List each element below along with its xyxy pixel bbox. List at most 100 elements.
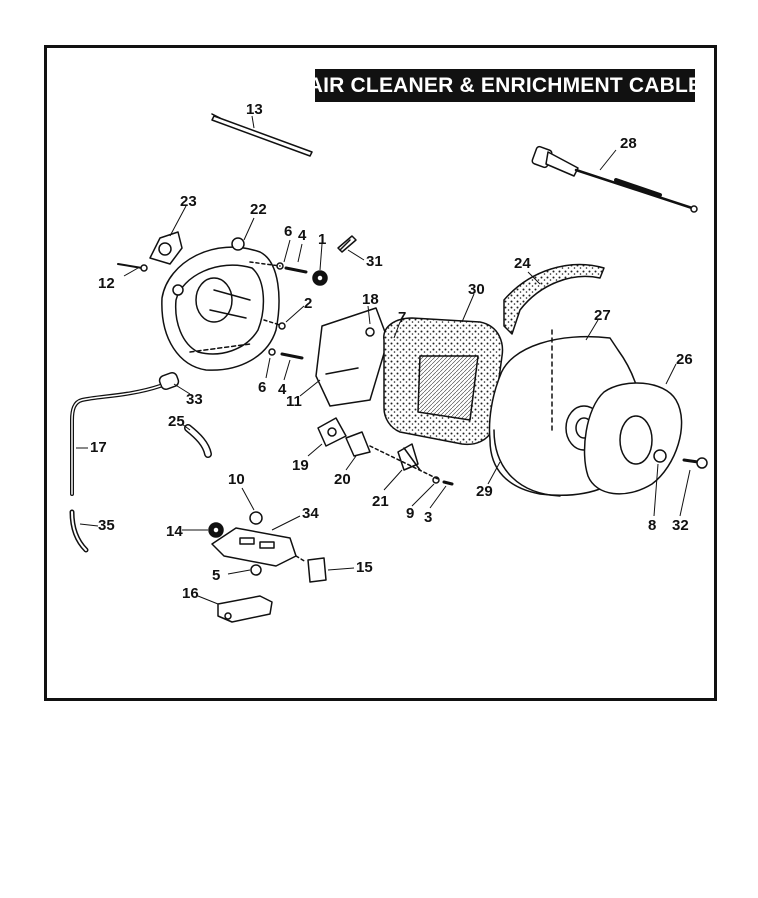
- leader-11: [299, 379, 321, 397]
- part-6-4-hardware-lower: [268, 348, 304, 360]
- part-21-clip: [397, 443, 421, 471]
- leader-3: [429, 485, 447, 509]
- callout-23: 23: [180, 193, 197, 210]
- part-23-gasket: [149, 231, 183, 265]
- leader-23: [169, 205, 187, 237]
- part-30-filter-element: [383, 317, 504, 446]
- part-18-bracket: [315, 307, 389, 407]
- callout-27: 27: [594, 307, 611, 324]
- leader-6b: [265, 357, 271, 379]
- callout-19: 19: [292, 457, 309, 474]
- callout-11: 11: [286, 393, 302, 410]
- part-20-bracket: [345, 431, 371, 457]
- leader-2: [285, 305, 305, 323]
- leader-12: [123, 267, 139, 277]
- part-8-washer: [653, 449, 667, 463]
- leader-16: [197, 595, 219, 605]
- callout-22: 22: [250, 201, 267, 218]
- callout-26: 26: [676, 351, 693, 368]
- part-26-seal-ring: [583, 382, 683, 495]
- callout-4a: 4: [298, 227, 307, 244]
- part-24-trim-strip: [503, 263, 605, 335]
- callout-12: 12: [98, 275, 115, 292]
- leader-15: [327, 567, 355, 571]
- part-19-gasket: [317, 417, 347, 447]
- leader-35: [79, 523, 99, 527]
- part-12-screw: [117, 263, 148, 272]
- leader-30: [461, 293, 475, 323]
- leader-4b: [283, 359, 291, 381]
- leader-18: [367, 305, 371, 325]
- part-34-mounting-bracket: [211, 527, 297, 567]
- leader-8: [653, 463, 659, 517]
- part-28-enrichment-cable: [531, 145, 698, 213]
- callout-6a: 6: [284, 223, 292, 240]
- leader-5: [227, 569, 251, 575]
- part-33-hose-fitting: [158, 372, 180, 390]
- callout-15: 15: [356, 559, 373, 576]
- leader-13: [251, 115, 255, 129]
- callout-17: 17: [90, 439, 107, 456]
- part-31-fitting: [337, 235, 357, 253]
- callout-20: 20: [334, 471, 351, 488]
- leader-6a: [283, 239, 291, 263]
- callout-28: 28: [620, 135, 637, 152]
- diagram-title: AIR CLEANER & ENRICHMENT CABLE: [307, 73, 703, 97]
- callout-31: 31: [366, 253, 383, 270]
- callout-6b: 6: [258, 379, 266, 396]
- leader-19: [307, 443, 323, 457]
- part-5-nut: [250, 564, 262, 576]
- leader-25: [181, 423, 191, 431]
- leader-24: [527, 271, 541, 285]
- callout-34: 34: [302, 505, 319, 522]
- callout-30: 30: [468, 281, 485, 298]
- part-32-screw: [682, 457, 708, 469]
- callout-16: 16: [182, 585, 199, 602]
- part-10-nut: [249, 511, 263, 525]
- callout-4b: 4: [278, 381, 287, 398]
- leader-28: [599, 149, 617, 171]
- callout-29: 29: [476, 483, 493, 500]
- callout-24: 24: [514, 255, 531, 272]
- title-banner: AIR CLEANER & ENRICHMENT CABLE: [308, 69, 702, 102]
- leader-33: [173, 383, 191, 395]
- leader-4a: [297, 243, 303, 263]
- leader-20: [345, 455, 357, 471]
- callout-3: 3: [424, 509, 432, 526]
- callout-25: 25: [168, 413, 185, 430]
- leader-7: [393, 321, 401, 339]
- leader-1: [319, 243, 323, 271]
- callout-33: 33: [186, 391, 203, 408]
- callout-8: 8: [648, 517, 656, 534]
- part-17-hose: [70, 384, 162, 496]
- part-2-screw: [263, 319, 286, 330]
- callout-18: 18: [362, 291, 379, 308]
- callout-1: 1: [318, 231, 326, 248]
- leader-21: [383, 469, 403, 491]
- part-35-hose: [69, 509, 89, 553]
- leader-32: [679, 469, 691, 517]
- leader-26: [665, 363, 677, 385]
- leader-22: [243, 217, 255, 241]
- part-22-backplate: [161, 237, 280, 371]
- leader-29: [487, 461, 501, 485]
- callout-32: 32: [672, 517, 689, 534]
- diagram-frame: [44, 45, 717, 701]
- part-1-grommet: [312, 270, 328, 286]
- callout-9: 9: [406, 505, 414, 522]
- callout-35: 35: [98, 517, 115, 534]
- callout-21: 21: [372, 493, 389, 510]
- part-16-bracket: [217, 595, 273, 623]
- part-25-hose-segment: [184, 424, 212, 458]
- callout-5: 5: [212, 567, 220, 584]
- callout-13: 13: [246, 101, 263, 118]
- leader-10: [241, 487, 255, 511]
- part-3-screw: [369, 445, 454, 486]
- callout-2: 2: [304, 295, 312, 312]
- callout-14: 14: [166, 523, 183, 540]
- leader-9: [411, 483, 435, 507]
- leader-34: [271, 515, 301, 531]
- leader-27: [585, 319, 599, 341]
- callout-7: 7: [398, 309, 406, 326]
